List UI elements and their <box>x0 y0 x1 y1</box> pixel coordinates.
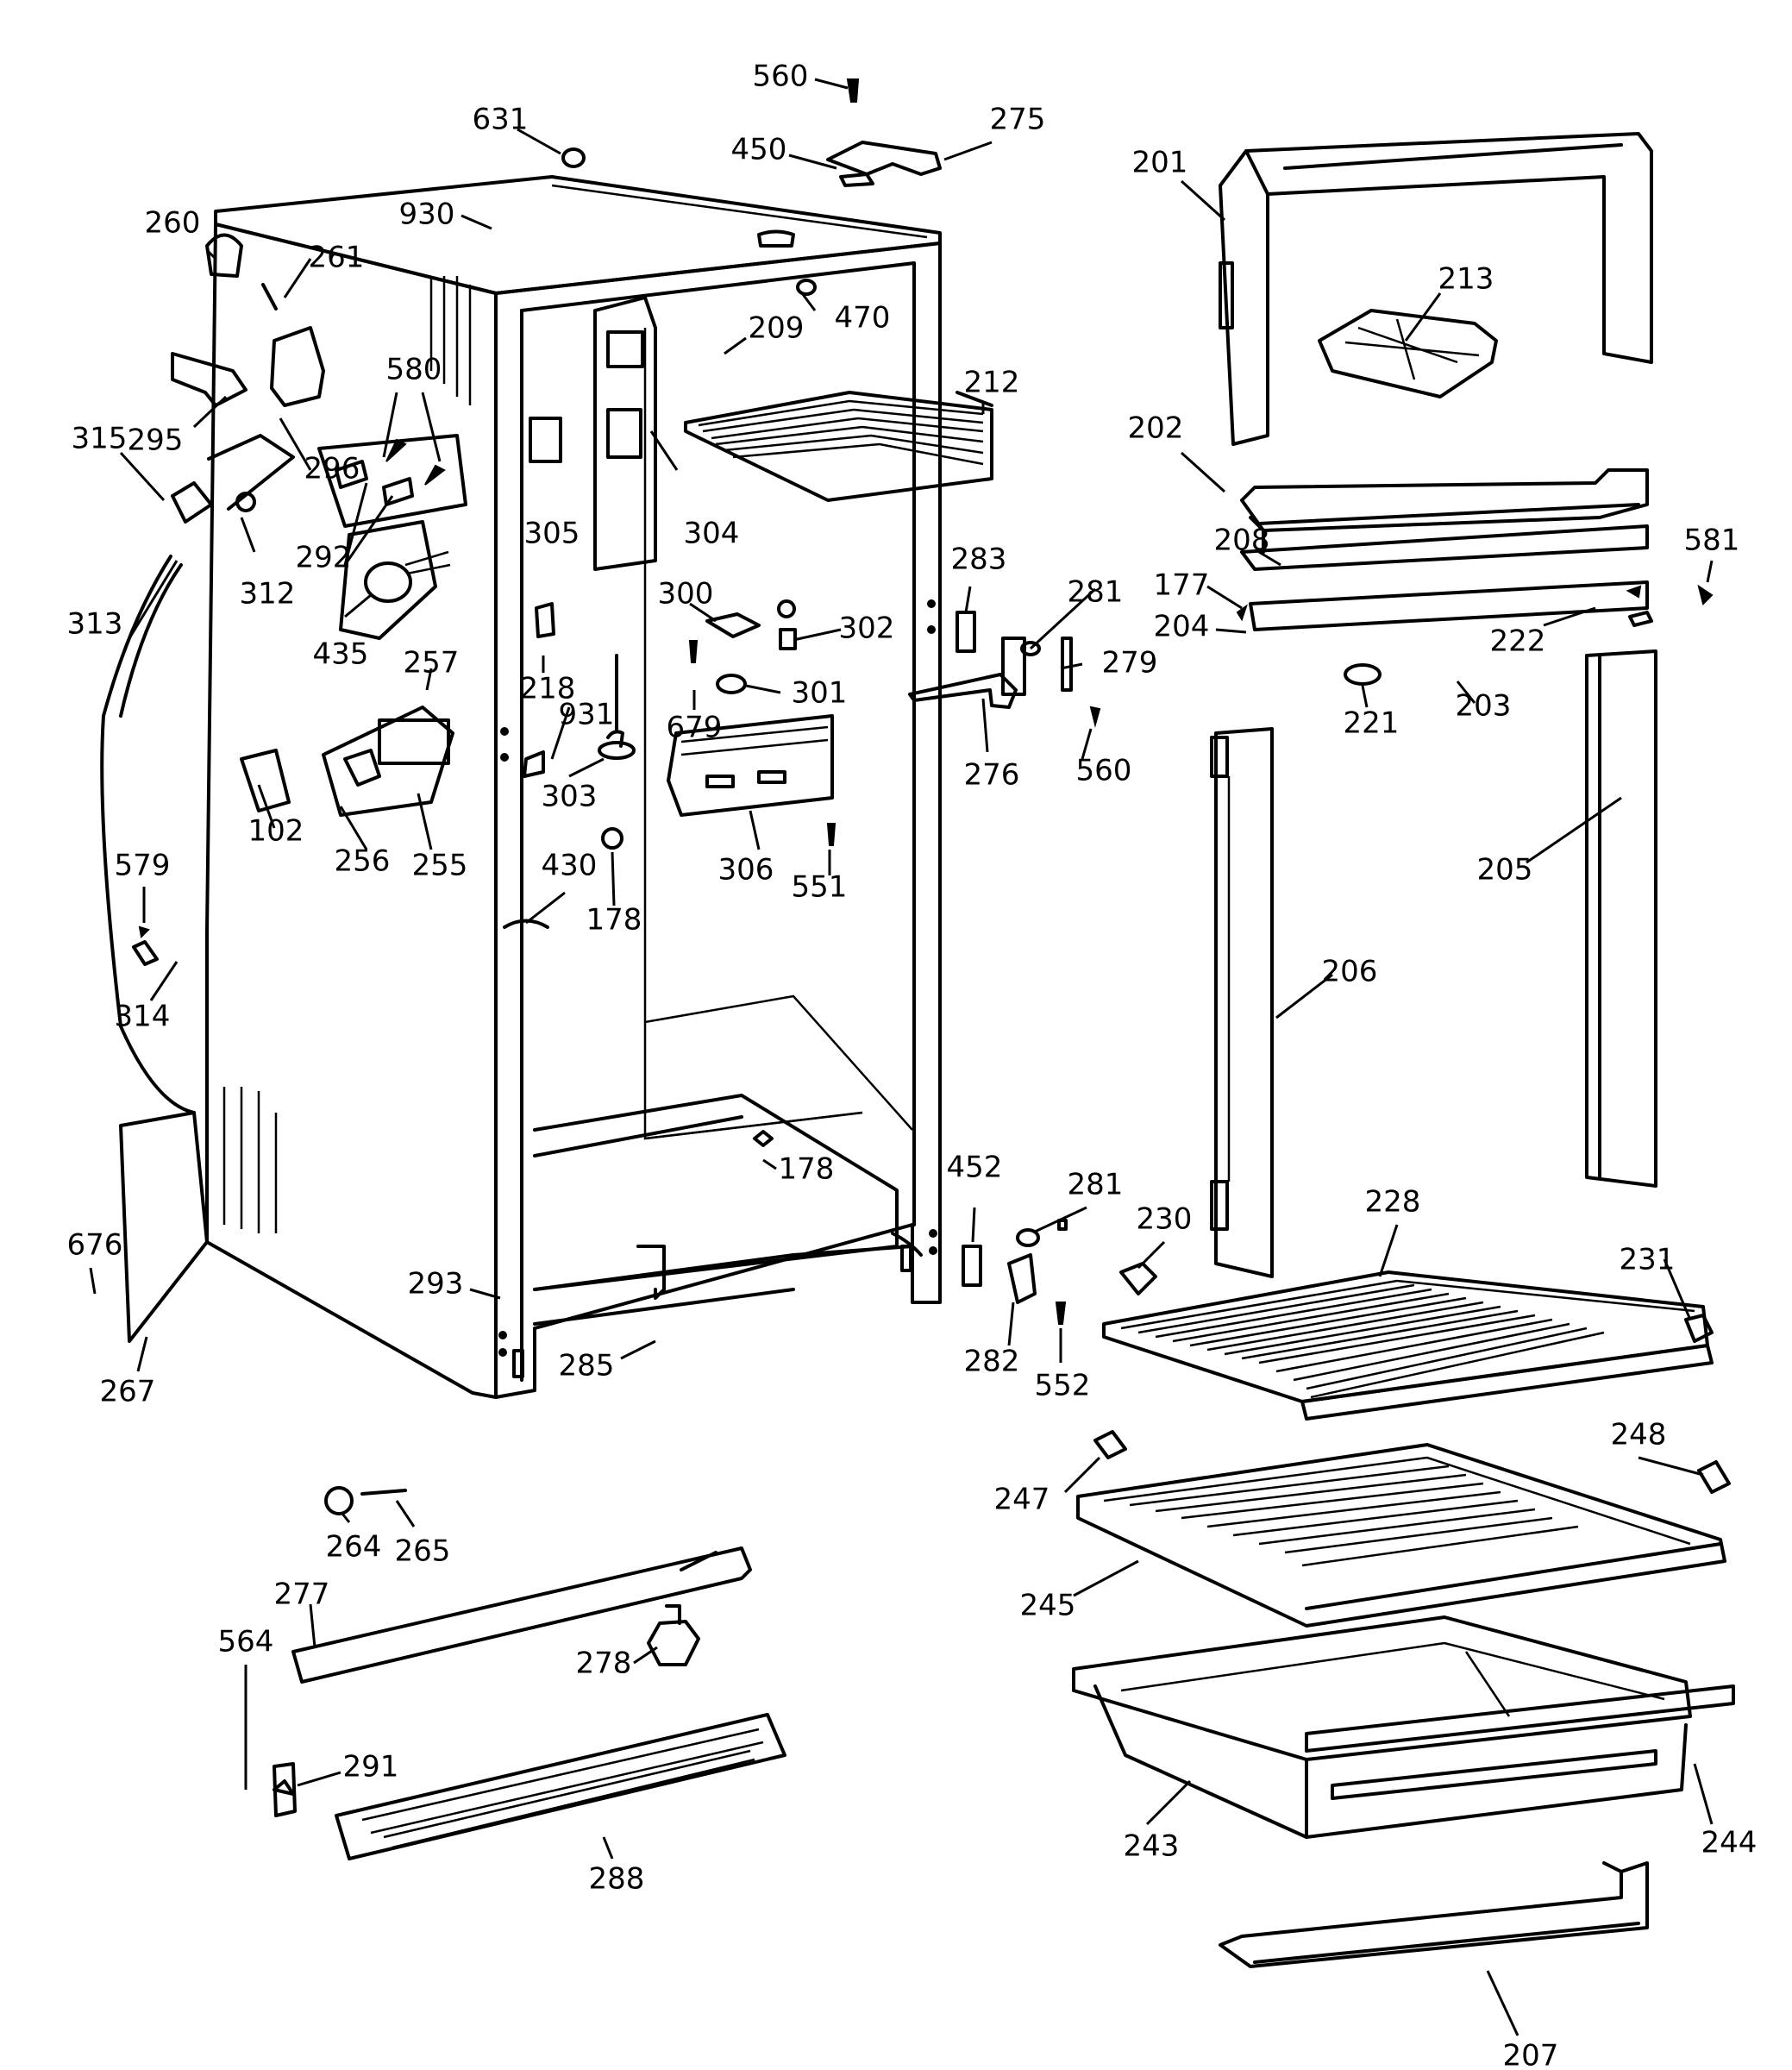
callout-679: 679 <box>667 711 723 745</box>
callout-206: 206 <box>1322 955 1378 989</box>
callout-450: 450 <box>731 133 787 167</box>
cabinet-assembly <box>205 175 942 1399</box>
callout-204: 204 <box>1154 610 1210 644</box>
callout-551: 551 <box>792 870 848 905</box>
callout-178b: 178 <box>779 1152 835 1187</box>
callout-580: 580 <box>386 353 442 387</box>
callout-435: 435 <box>313 637 369 672</box>
callout-213: 213 <box>1438 262 1494 297</box>
callout-430: 430 <box>542 849 598 883</box>
callout-312: 312 <box>240 577 296 612</box>
callout-228: 228 <box>1365 1185 1421 1220</box>
callout-930: 930 <box>399 198 455 232</box>
callout-293: 293 <box>408 1267 464 1302</box>
callout-labels: 560 631 450 275 201 930 260 261 470 209 … <box>67 60 1758 2070</box>
callout-231: 231 <box>1620 1243 1676 1277</box>
callout-285: 285 <box>559 1349 615 1383</box>
callout-260: 260 <box>145 206 201 241</box>
callout-207: 207 <box>1503 2039 1559 2070</box>
callout-301: 301 <box>792 676 848 711</box>
callout-277: 277 <box>274 1578 330 1612</box>
callout-201: 201 <box>1132 146 1188 180</box>
callout-281b: 281 <box>1068 1168 1124 1202</box>
callout-283: 283 <box>951 543 1007 577</box>
callout-579: 579 <box>115 849 171 883</box>
callout-257: 257 <box>404 646 460 681</box>
callout-315: 315 <box>72 422 128 456</box>
callout-291: 291 <box>343 1750 399 1785</box>
callout-209: 209 <box>749 311 805 346</box>
callout-282: 282 <box>964 1345 1020 1379</box>
control-housing-and-shelf <box>503 296 993 929</box>
callout-303: 303 <box>542 780 598 814</box>
callout-245: 245 <box>1020 1589 1076 1623</box>
callout-560b: 560 <box>1076 754 1132 788</box>
callout-560: 560 <box>753 60 809 94</box>
callout-314: 314 <box>115 1000 171 1034</box>
callout-222: 222 <box>1490 624 1546 659</box>
callout-205: 205 <box>1477 853 1533 888</box>
callout-212: 212 <box>964 366 1020 400</box>
callout-281: 281 <box>1068 575 1124 610</box>
callout-295: 295 <box>128 423 184 458</box>
callout-564: 564 <box>218 1625 274 1659</box>
callout-255: 255 <box>412 849 468 883</box>
callout-676: 676 <box>67 1228 123 1263</box>
callout-276: 276 <box>964 758 1020 793</box>
callout-244: 244 <box>1701 1826 1758 1860</box>
callout-306: 306 <box>718 853 774 888</box>
left-side-parts <box>100 233 467 1343</box>
callout-208: 208 <box>1214 524 1270 558</box>
callout-261: 261 <box>309 241 365 275</box>
callout-279: 279 <box>1102 646 1158 681</box>
callout-248: 248 <box>1611 1418 1667 1452</box>
door-components <box>1072 132 1735 1968</box>
callout-243: 243 <box>1124 1829 1180 1864</box>
leader-lines <box>89 78 1714 2036</box>
callout-221: 221 <box>1344 706 1400 741</box>
callout-275: 275 <box>990 103 1046 137</box>
callout-631: 631 <box>473 103 529 137</box>
callout-256: 256 <box>335 844 391 879</box>
callout-278: 278 <box>576 1647 632 1681</box>
callout-202: 202 <box>1128 411 1184 446</box>
callout-470: 470 <box>835 301 891 336</box>
callout-304: 304 <box>684 517 740 551</box>
callout-203: 203 <box>1456 689 1512 724</box>
callout-218: 218 <box>520 672 576 706</box>
callout-552: 552 <box>1035 1369 1091 1403</box>
callout-247: 247 <box>994 1483 1050 1517</box>
callout-292: 292 <box>296 541 352 575</box>
callout-267: 267 <box>100 1375 156 1409</box>
callout-931: 931 <box>559 698 615 732</box>
callout-230: 230 <box>1137 1202 1193 1237</box>
callout-178: 178 <box>586 903 642 938</box>
callout-288: 288 <box>589 1862 645 1897</box>
callout-313: 313 <box>67 607 123 642</box>
callout-300: 300 <box>658 577 714 612</box>
callout-102: 102 <box>248 814 304 849</box>
callout-302: 302 <box>839 612 895 646</box>
callout-177: 177 <box>1154 568 1210 603</box>
callout-581: 581 <box>1684 524 1740 558</box>
callout-296: 296 <box>304 452 360 486</box>
top-hinge-assembly <box>561 78 942 296</box>
callout-265: 265 <box>395 1534 451 1569</box>
callout-305: 305 <box>524 517 580 551</box>
bottom-left-parts <box>273 1486 786 1860</box>
callout-452: 452 <box>947 1151 1003 1185</box>
callout-264: 264 <box>326 1530 382 1565</box>
